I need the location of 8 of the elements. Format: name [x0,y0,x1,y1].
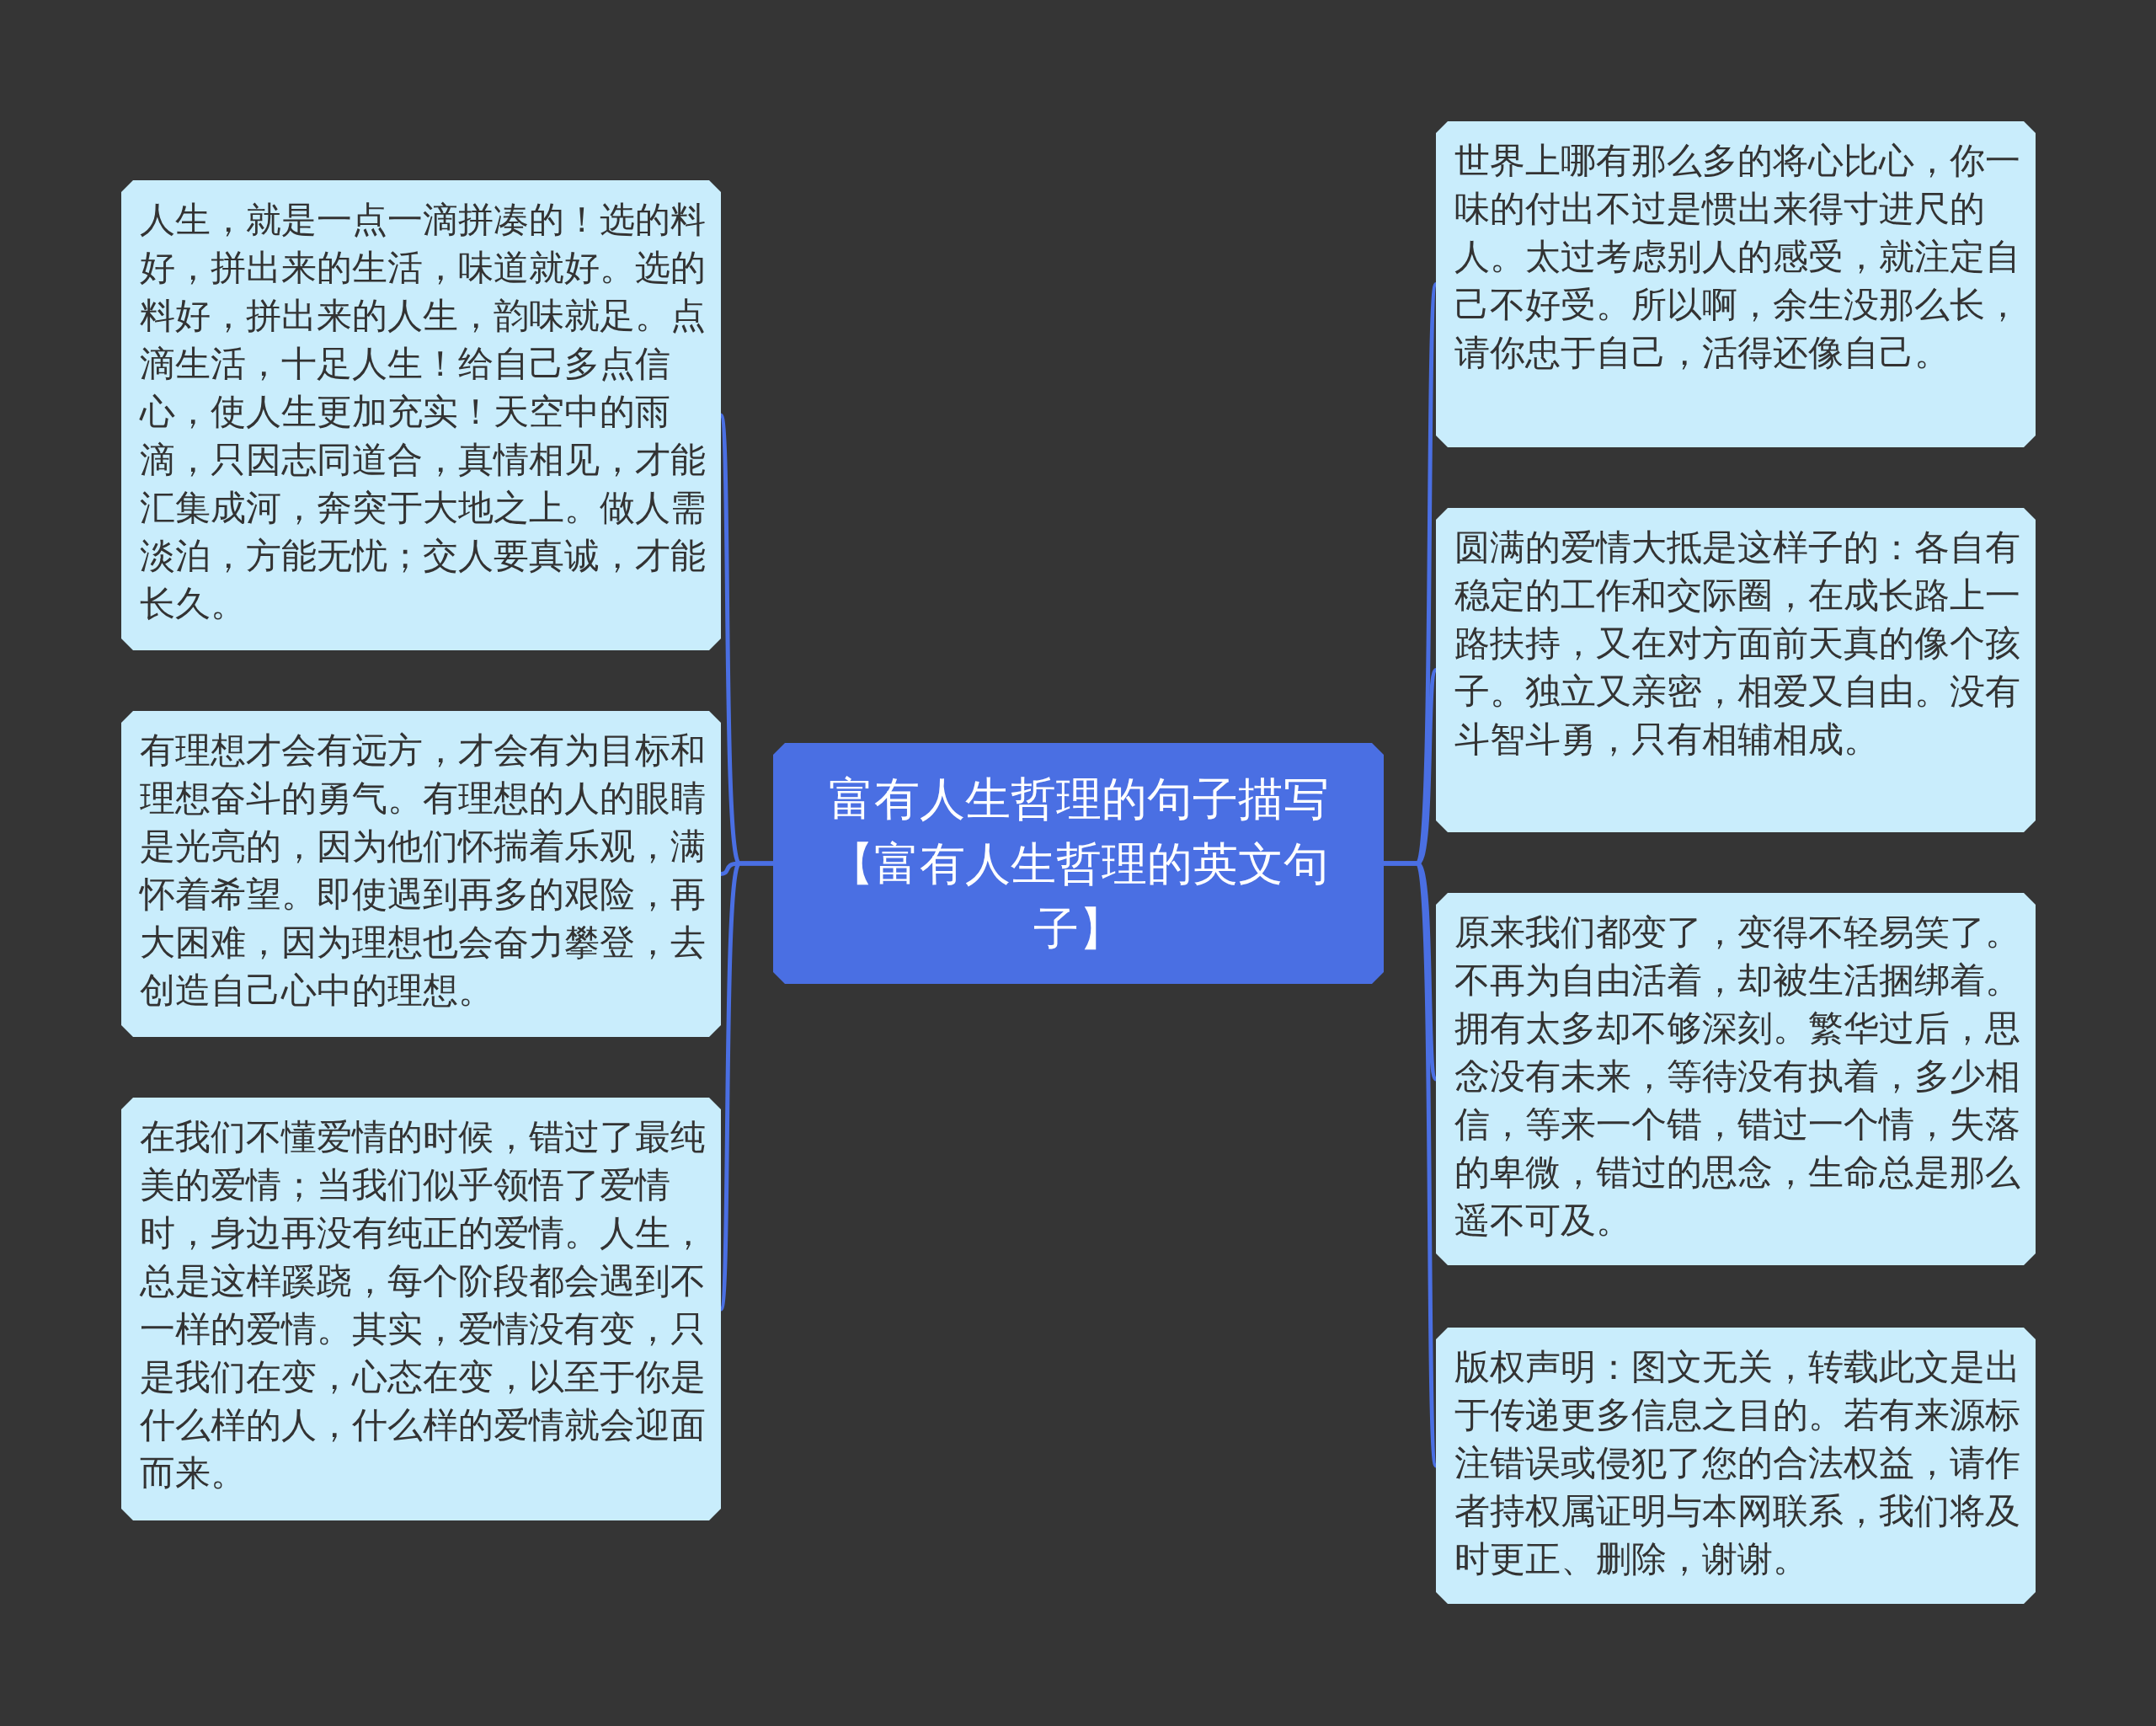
subtopic-box: 圆满的爱情大抵是这样子的：各自有稳定的工作和交际圈，在成长路上一路扶持，又在对方面前天真的像个孩子。独立又亲密，相爱又自由。没有斗智斗勇，只有相辅相成。 [1436,508,2036,832]
subtopic-box: 人生，就是一点一滴拼凑的！选的料好，拼出来的生活，味道就好。选的料好，拼出来的人生，韵味就足。点滴生活，十足人生！给自己多点信心，使人生更加充实！天空中的雨滴，只因志同道合，真情相见，才能汇集成河，奔突于大地之上。做人需淡泊，方能无忧；交人要真诚，才能长久。 [121,180,721,650]
subtopic-box: 世界上哪有那么多的将心比心，你一味的付出不过是惯出来得寸进尺的人。太过考虑别人的感受，就注定自己不好受。所以啊，余生没那么长，请你忠于自己，活得还像自己。 [1436,121,2036,447]
subtopic-box: 在我们不懂爱情的时候，错过了最纯美的爱情；当我们似乎领悟了爱情时，身边再没有纯正的爱情。人生，总是这样蹊跷，每个阶段都会遇到不一样的爱情。其实，爱情没有变，只是我们在变，心态在变，以至于你是什么样的人，什么样的爱情就会迎面而来。 [121,1098,721,1520]
subtopic-box: 原来我们都变了，变得不轻易笑了。不再为自由活着，却被生活捆绑着。拥有太多却不够深刻。繁华过后，思念没有未来，等待没有执着，多少相信，等来一个错，错过一个情，失落的卑微，错过的思念，生命总是那么遥不可及。 [1436,893,2036,1265]
topic-box: 富有人生哲理的句子描写【富有人生哲理的英文句子】 [773,743,1384,984]
subtopic-box: 有理想才会有远方，才会有为目标和理想奋斗的勇气。有理想的人的眼睛是光亮的，因为他们怀揣着乐观，满怀着希望。即使遇到再多的艰险，再大困难，因为理想也会奋力攀登，去创造自己心中的理想。 [121,711,721,1037]
subtopic-box: 版权声明：图文无关，转载此文是出于传递更多信息之目的。若有来源标注错误或侵犯了您的合法权益，请作者持权属证明与本网联系，我们将及时更正、删除，谢谢。 [1436,1328,2036,1604]
